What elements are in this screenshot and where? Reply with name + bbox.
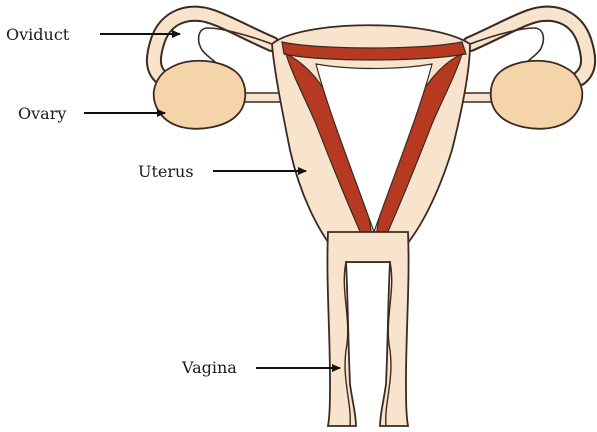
uterus xyxy=(272,25,470,262)
label-oviduct: Oviduct xyxy=(6,25,70,44)
label-uterus: Uterus xyxy=(138,162,194,181)
label-ovary: Ovary xyxy=(18,104,66,123)
vagina xyxy=(327,232,408,426)
ovary-right xyxy=(491,61,583,129)
ovary-left xyxy=(154,61,246,129)
label-vagina: Vagina xyxy=(181,358,237,377)
